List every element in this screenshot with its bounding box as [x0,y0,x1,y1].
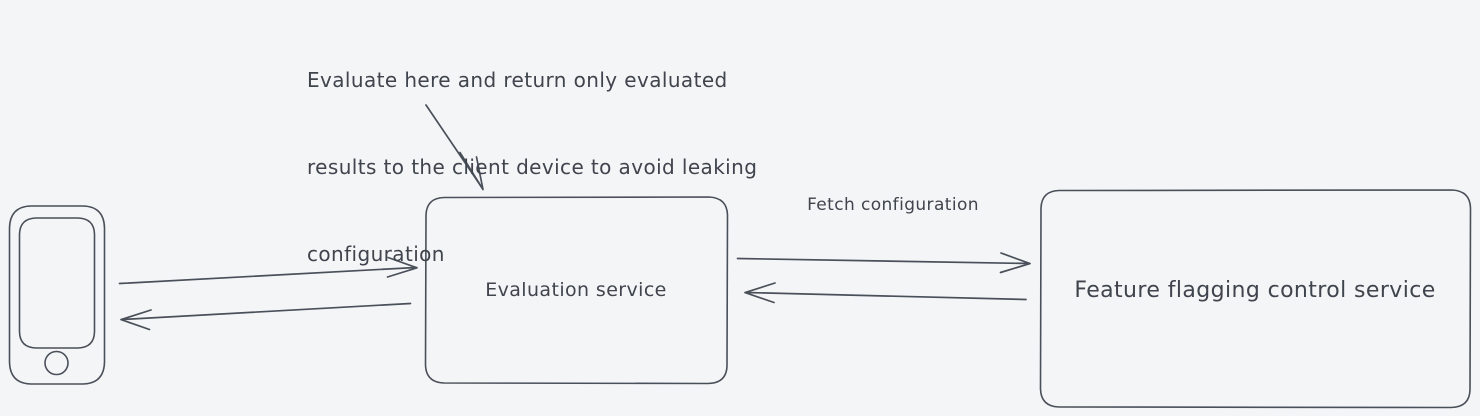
edge-evaluation-to-control-arrowhead [999,252,1031,274]
edge-evaluation-to-client-arrowhead [120,309,152,331]
edge-control-to-evaluation-arrowhead [744,282,776,304]
edge-control-to-evaluation-line [745,291,1027,301]
phone-screen-outline [18,217,96,349]
evaluation-service-box [424,196,729,385]
edge-evaluation-to-control-line [736,257,1030,265]
edge-client-to-evaluation-line [118,266,417,285]
edge-evaluation-to-client-line [121,302,412,321]
evaluation-note-line-2: results to the client device to avoid le… [307,155,758,179]
edge-client-to-evaluation-arrowhead [386,256,418,278]
annotation-arrow-arrowhead [459,151,484,191]
annotation-arrow-to-evaluation-service [425,104,484,191]
feature-flagging-control-service-label: Feature flagging control service [1074,278,1436,303]
fetch-configuration-edge-label: Fetch configuration [807,195,979,215]
feature-flagging-control-service-box [1039,189,1472,409]
phone-home-button-icon [44,350,69,376]
evaluation-service-node[interactable] [424,196,729,385]
phone-body-outline [8,205,106,385]
evaluation-note-line-1: Evaluate here and return only evaluated [307,68,728,92]
edge-evaluation-to-control[interactable] [736,252,1031,274]
edge-evaluation-to-client[interactable] [120,302,412,331]
feature-flagging-control-service-node[interactable] [1039,189,1472,409]
edge-client-to-evaluation[interactable] [118,256,418,285]
evaluation-note-annotation: Evaluate here and return only evaluated … [307,8,757,327]
edge-control-to-evaluation[interactable] [744,282,1027,304]
evaluation-service-label: Evaluation service [485,279,667,301]
evaluation-note-line-3: configuration [307,242,445,266]
mobile-phone-icon[interactable] [8,205,106,385]
